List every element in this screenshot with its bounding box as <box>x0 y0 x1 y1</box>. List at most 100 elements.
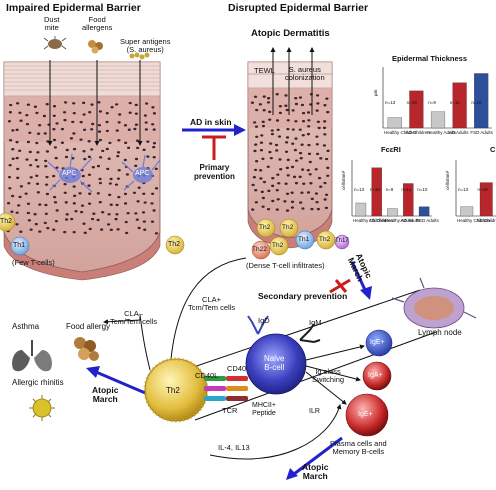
cell-nucleus <box>266 101 271 104</box>
cell-nucleus <box>117 139 121 142</box>
cell-nucleus <box>107 213 111 216</box>
chart-category-label: AD Children <box>476 218 496 223</box>
cell-nucleus <box>132 191 137 194</box>
cell-nucleus <box>271 184 275 188</box>
cell-nucleus <box>64 218 69 221</box>
cell-nucleus <box>26 202 31 205</box>
ig-switching-label: Ig class Switching <box>312 367 345 384</box>
cell-nucleus <box>123 124 128 127</box>
cell-nucleus <box>284 104 288 107</box>
cell-nucleus <box>317 176 322 180</box>
cell-nucleus <box>276 198 280 201</box>
cell-nucleus <box>82 113 86 116</box>
cell-nucleus <box>15 140 19 144</box>
cell-nucleus <box>82 150 86 153</box>
cell-nucleus <box>154 167 158 171</box>
asthma-label: Asthma <box>12 322 40 331</box>
cell-nucleus <box>261 196 265 200</box>
cell-nucleus <box>294 137 298 140</box>
arrow <box>167 257 247 371</box>
cell-nucleus <box>306 132 311 136</box>
cell-nucleus <box>259 177 263 180</box>
cell-nucleus <box>145 102 149 105</box>
cell-nucleus <box>142 148 146 152</box>
chart-bar <box>371 167 382 217</box>
impaired-barrier-title: Impaired Epidermal Barrier <box>6 2 141 14</box>
cell-nucleus <box>25 113 29 117</box>
cell-nucleus <box>300 191 304 194</box>
cell-nucleus <box>83 231 87 235</box>
cell-nucleus <box>60 127 65 131</box>
cell-nucleus <box>42 114 47 118</box>
cell-nucleus <box>27 182 31 185</box>
arrow <box>305 365 361 382</box>
cell-nucleus <box>54 219 59 223</box>
arrow <box>169 289 421 376</box>
chart-n-label: n=13 <box>354 187 365 192</box>
atopic-march-arrow-3 <box>286 436 343 480</box>
th1-label: Th1 <box>13 242 26 249</box>
cell-nucleus <box>137 186 141 189</box>
chart-n-label: n=9 <box>385 187 394 192</box>
cell-nucleus <box>275 119 280 122</box>
primary-prevention-label: Primary prevention <box>194 163 235 181</box>
cell-nucleus <box>290 206 294 209</box>
cell-nucleus <box>73 194 77 198</box>
cell-nucleus <box>82 101 86 105</box>
igd-label: IgD <box>258 316 270 325</box>
cell-nucleus <box>91 166 95 169</box>
cell-nucleus <box>25 122 30 126</box>
cell-nucleus <box>54 156 58 160</box>
chart-category-label: Healthy Children <box>353 218 387 223</box>
cell-nucleus <box>151 106 155 109</box>
cell-nucleus <box>87 184 91 187</box>
chart-bar <box>474 73 489 129</box>
cell-nucleus <box>52 128 56 131</box>
cell-nucleus <box>125 173 129 176</box>
chart-n-label: n=9 <box>428 100 436 105</box>
chart-ylabel: cells/mm² <box>341 170 346 190</box>
cell-nucleus <box>255 160 259 163</box>
cell-nucleus <box>128 111 132 114</box>
cell-nucleus <box>96 192 100 195</box>
cell-nucleus <box>105 147 109 151</box>
cd40l-label: CD40L <box>195 371 219 380</box>
cell-nucleus <box>152 142 157 145</box>
cell-nucleus <box>36 151 40 154</box>
cell-nucleus <box>43 221 47 225</box>
cell-nucleus <box>72 202 76 205</box>
th22-cell <box>251 240 271 260</box>
cell-nucleus <box>134 212 138 215</box>
cell-nucleus <box>117 169 121 172</box>
cell-nucleus <box>135 218 139 221</box>
cell-nucleus <box>64 201 68 204</box>
chart-bar <box>460 206 474 217</box>
cell-nucleus <box>143 201 147 204</box>
cell-nucleus <box>107 157 111 160</box>
cell-nucleus <box>127 128 131 131</box>
cell-nucleus <box>35 174 39 178</box>
chart-category-label: Healthy Adults <box>384 218 414 223</box>
cell-nucleus <box>78 192 82 195</box>
cell-nucleus <box>298 151 303 155</box>
cell-nucleus <box>63 230 67 234</box>
cell-nucleus <box>266 97 271 100</box>
plasma-cell-ige <box>345 393 389 437</box>
allergic-rhinitis-label: Allergic rhinitis <box>12 378 64 387</box>
cell-nucleus <box>134 164 138 168</box>
cell-nucleus <box>143 114 147 117</box>
cell-nucleus <box>324 206 328 210</box>
cell-nucleus <box>88 192 92 195</box>
cell-nucleus <box>36 191 40 194</box>
cell-nucleus <box>33 105 38 108</box>
cell-nucleus <box>123 158 127 162</box>
cell-nucleus <box>98 201 102 204</box>
cell-nucleus <box>271 199 275 203</box>
cell-nucleus <box>291 142 295 145</box>
chart-title: FcεRI <box>381 145 401 154</box>
food-allergy-icon <box>74 337 99 361</box>
th2-cell <box>316 230 336 250</box>
cell-nucleus <box>325 97 329 100</box>
cell-nucleus <box>62 111 67 114</box>
cell-nucleus <box>106 223 111 226</box>
